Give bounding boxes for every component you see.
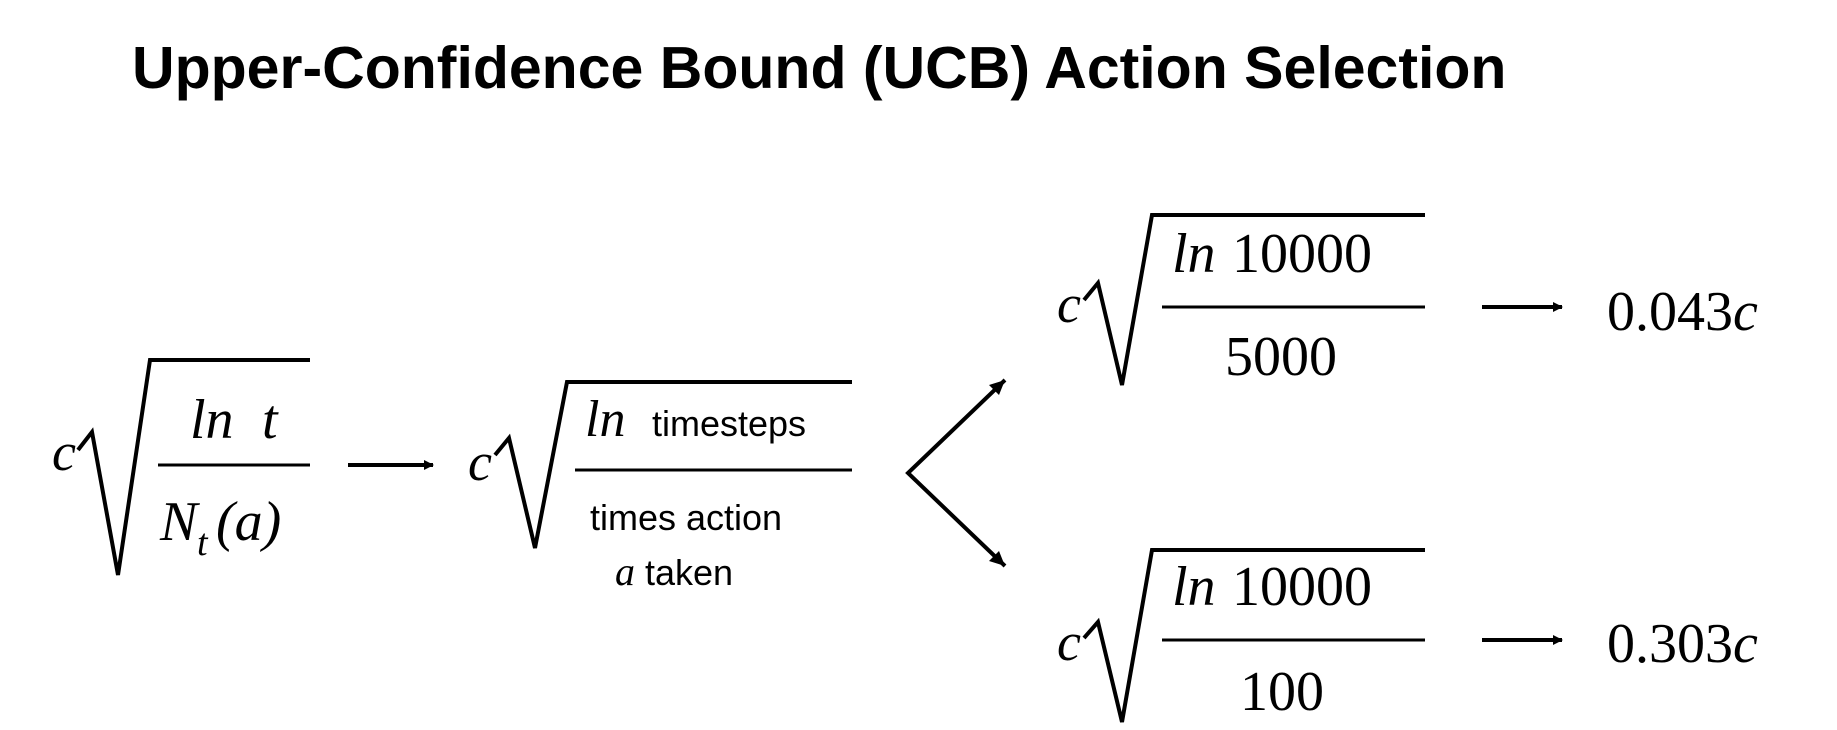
numerator-value: 10000 [1232, 223, 1372, 285]
denominator-value: 5000 [1225, 326, 1337, 388]
arrow-up-right-head [989, 380, 1005, 395]
denominator-subscript-t: t [197, 522, 209, 564]
coefficient-c: c [1057, 612, 1081, 672]
ln-label: ln [1172, 556, 1216, 618]
radical-sign [1082, 213, 1425, 386]
radical-sign [493, 380, 852, 549]
formula-general: c ln t N t (a) [52, 358, 310, 576]
arrow-down-right-head [989, 551, 1005, 566]
coefficient-c: c [1057, 274, 1081, 334]
ln-label: ln [1172, 223, 1216, 285]
coefficient-c: c [52, 422, 76, 482]
denominator-a: a [615, 549, 635, 594]
denominator-arg: (a) [216, 491, 281, 553]
denominator-times-action: times action [590, 497, 782, 538]
ln-label: ln [585, 391, 625, 448]
coefficient-c: c [468, 432, 492, 492]
denominator-taken: taken [645, 552, 733, 593]
formula-case-frequent: c ln 10000 5000 [1057, 213, 1425, 388]
page-title: Upper-Confidence Bound (UCB) Action Sele… [132, 35, 1507, 101]
formula-case-rare: c ln 10000 100 [1057, 548, 1425, 723]
numerator-t: t [262, 389, 279, 451]
ln-label: ln [190, 389, 234, 451]
formula-words: c ln timesteps times action a taken [468, 380, 852, 594]
result-frequent: 0.043c [1607, 281, 1758, 343]
radical-sign [1082, 548, 1425, 723]
branch-lines [905, 378, 1007, 568]
radical-sign [76, 358, 310, 576]
denominator-N: N [159, 491, 200, 553]
result-rare: 0.303c [1607, 613, 1758, 675]
denominator-value: 100 [1240, 661, 1324, 723]
numerator-timesteps: timesteps [652, 403, 806, 444]
numerator-value: 10000 [1232, 556, 1372, 618]
